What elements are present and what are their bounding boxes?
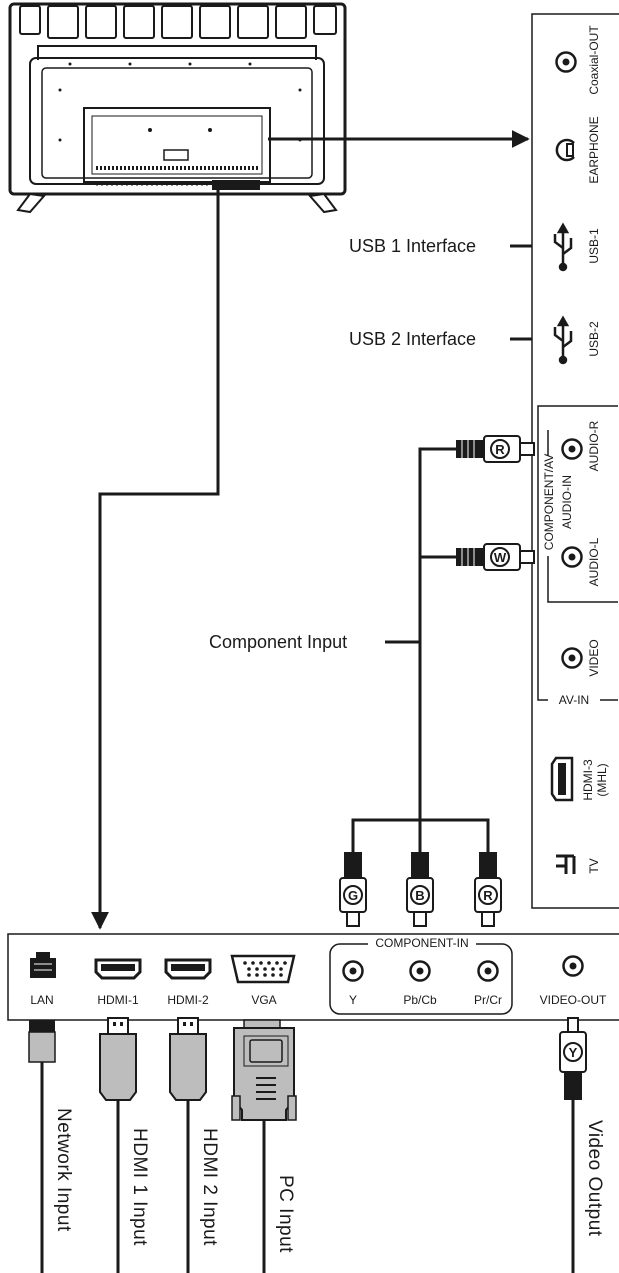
plug-letter-r: R	[495, 442, 505, 457]
hdmi1-input-label: HDMI 1 Input	[129, 1128, 150, 1246]
bottom-panel: LAN HDMI-1 HDMI-2 VGA COMPONENT-IN	[7, 933, 619, 1021]
plug-letter-b: B	[415, 888, 424, 903]
plug-letter-w: W	[494, 550, 507, 565]
lan-cable	[28, 1020, 56, 1273]
plug-letter-g: G	[348, 888, 358, 903]
hdmi2-port-icon	[164, 958, 212, 980]
tv-label: TV	[587, 858, 601, 873]
hdmi2-input-label: HDMI 2 Input	[199, 1128, 220, 1246]
usb1-interface-label: USB 1 Interface	[349, 236, 476, 256]
audio-r-plug: R	[456, 435, 535, 463]
usb1-icon	[553, 222, 573, 272]
earphone-label: EARPHONE	[587, 116, 601, 183]
component-input-label: Component Input	[209, 632, 347, 652]
component-av-label: COMPONENT/AV	[542, 454, 556, 550]
audio-in-label: AUDIO-IN	[560, 475, 574, 529]
bottom-cables: Y	[28, 1017, 587, 1273]
audio-l-label: AUDIO-L	[587, 537, 601, 586]
audio-r-label: AUDIO-R	[587, 420, 601, 471]
hdmi3-label: HDMI-3	[581, 759, 595, 801]
connection-lines	[91, 130, 546, 930]
hdmi3-icon	[550, 756, 574, 802]
antenna-icon	[556, 854, 576, 874]
side-panel: Coaxial-OUT EARPHONE USB-1 USB-2 COMPONE…	[531, 13, 619, 909]
hdmi1-cable	[99, 1017, 137, 1273]
usb2-interface-label: USB 2 Interface	[349, 329, 476, 349]
usb2-label: USB-2	[587, 321, 601, 357]
usb2-icon	[553, 315, 573, 365]
vga-port-icon	[230, 954, 296, 984]
lan-port-icon	[30, 952, 56, 978]
av-in-label: AV-IN	[559, 693, 589, 707]
component-pr-label: Pr/Cr	[474, 993, 502, 1007]
component-y-label: Y	[349, 993, 357, 1007]
video-out-cable: Y	[559, 1017, 587, 1273]
tv-back-illustration	[8, 2, 347, 214]
hdmi1-label: HDMI-1	[97, 993, 139, 1007]
plug-letter-r2: R	[483, 888, 493, 903]
hdmi2-label: HDMI-2	[167, 993, 209, 1007]
video-output-label: Video Output	[584, 1120, 605, 1237]
component-pb-plug: B	[406, 852, 434, 927]
lan-label: LAN	[30, 993, 53, 1007]
hdmi3-mhl-label: (MHL)	[595, 763, 609, 796]
video-out-label: VIDEO-OUT	[540, 993, 607, 1007]
component-pb-label: Pb/Cb	[403, 993, 437, 1007]
component-cables: R W G B	[339, 435, 535, 927]
audio-l-plug: W	[456, 543, 535, 571]
pc-input-label: PC Input	[275, 1175, 296, 1253]
component-y-plug: G	[339, 852, 367, 927]
vga-cable	[231, 1019, 297, 1273]
hdmi2-cable	[169, 1017, 207, 1273]
component-pr-plug: R	[474, 852, 502, 927]
hdmi1-port-icon	[94, 958, 142, 980]
plug-letter-y: Y	[569, 1045, 578, 1060]
coaxial-out-label: Coaxial-OUT	[587, 25, 601, 95]
network-input-label: Network Input	[53, 1108, 74, 1232]
vga-label: VGA	[251, 993, 276, 1007]
usb1-label: USB-1	[587, 228, 601, 264]
earphone-icon	[555, 138, 575, 162]
video-label: VIDEO	[587, 639, 601, 676]
component-in-label: COMPONENT-IN	[375, 936, 468, 950]
